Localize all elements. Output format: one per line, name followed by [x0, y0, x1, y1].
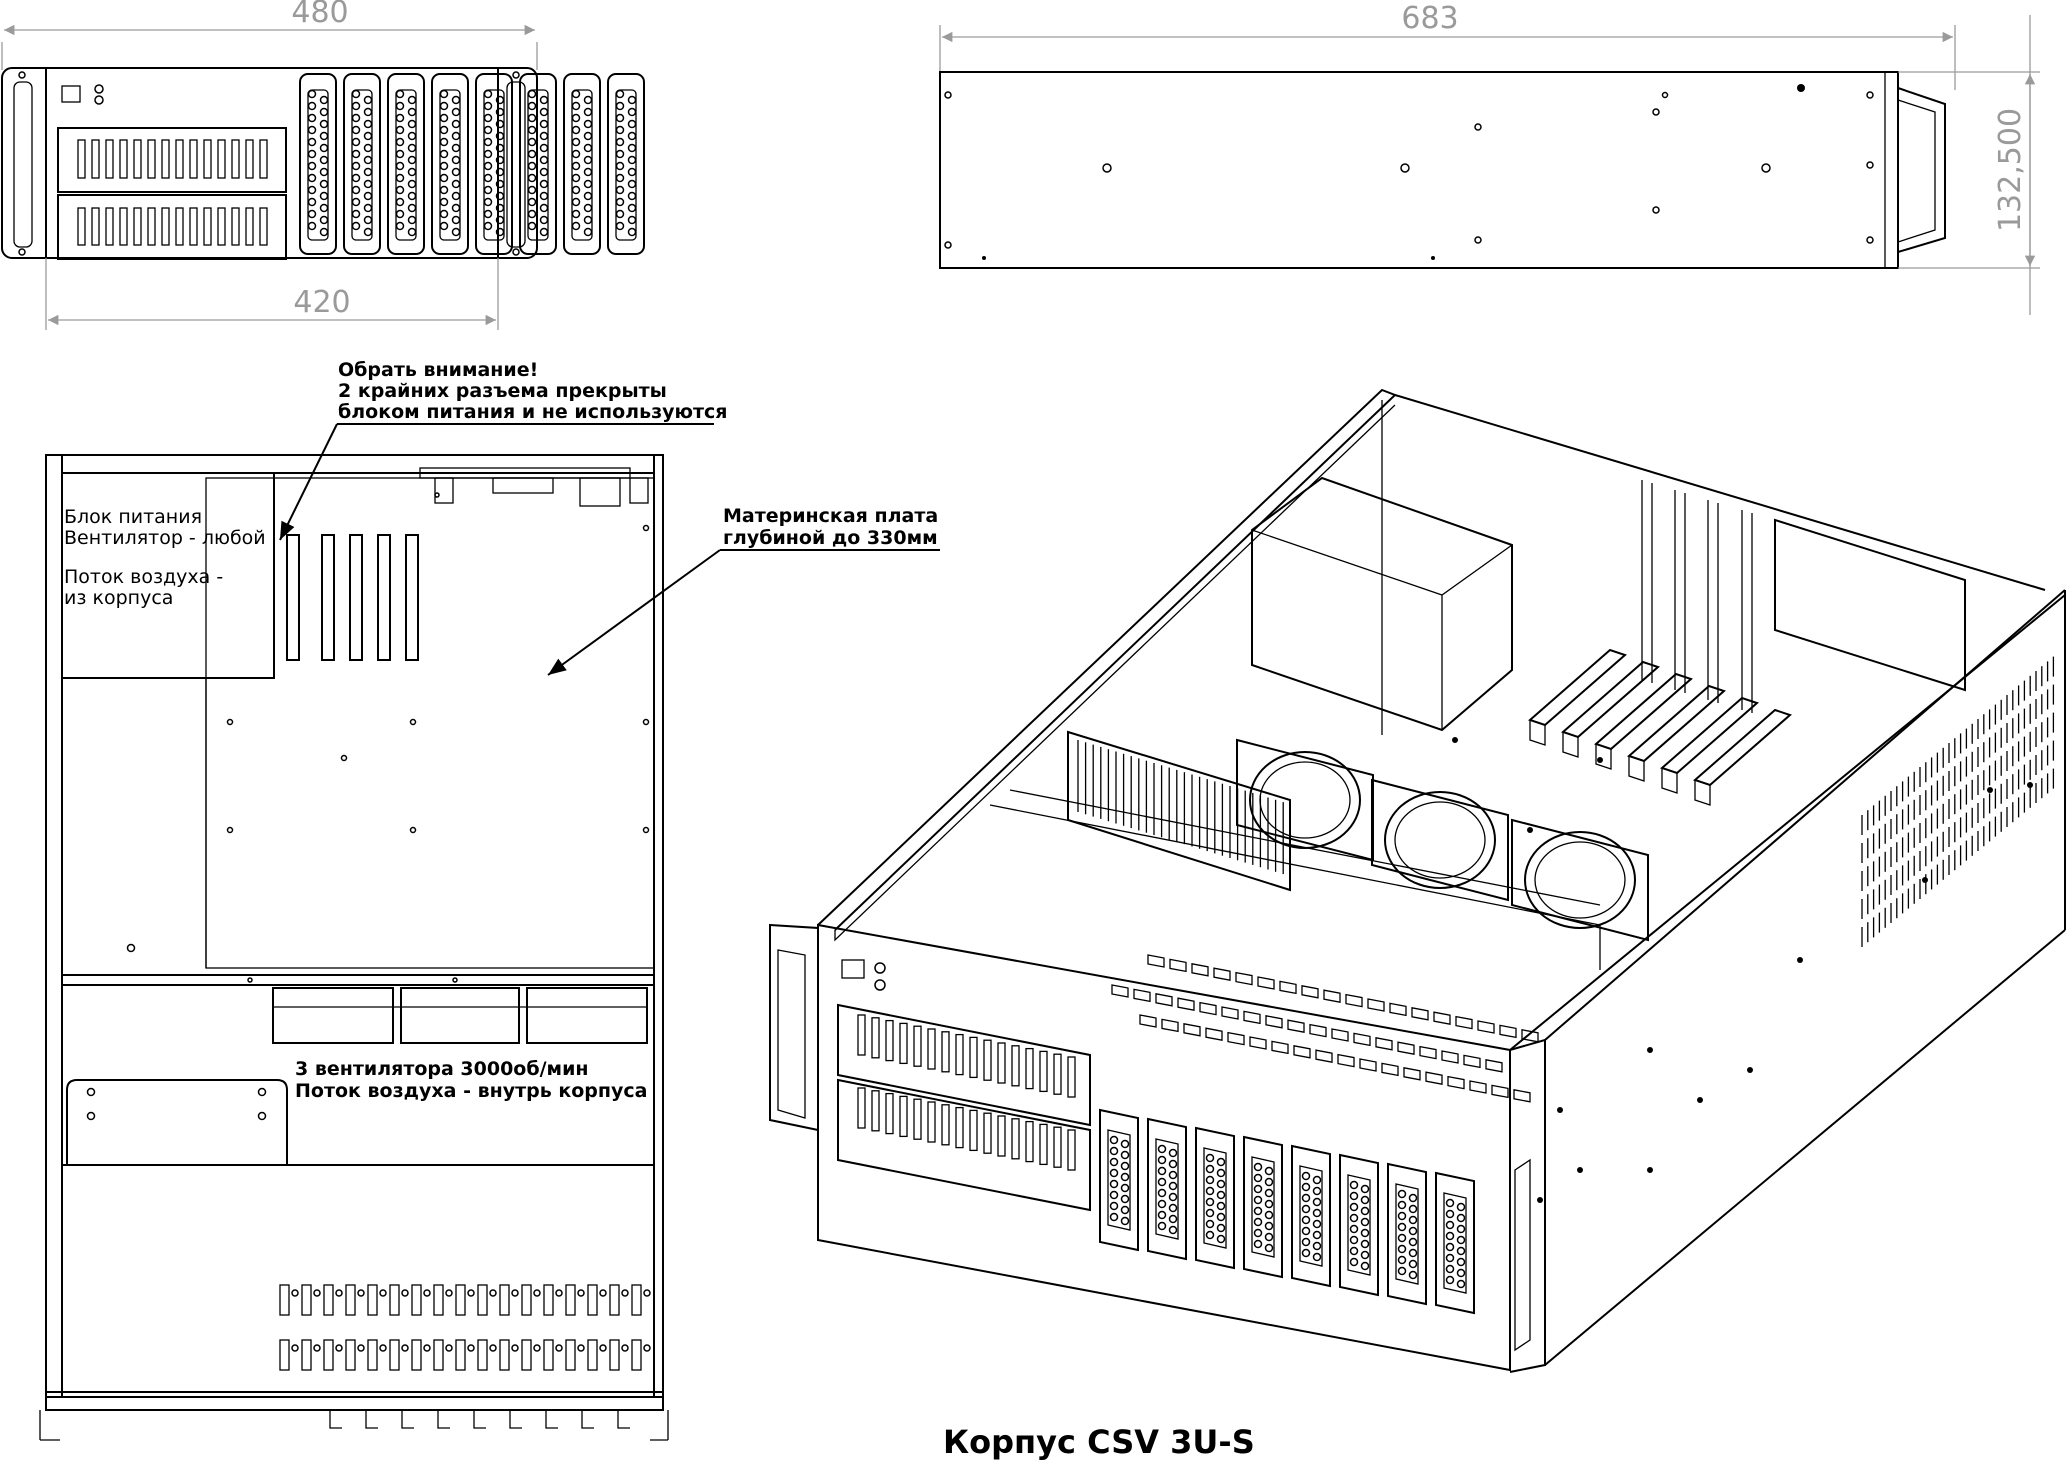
isometric-view: [769, 388, 2066, 1373]
front-view: 480 420: [1, 0, 645, 330]
top-view: Обрать внимание! 2 крайних разъема прекр…: [39, 359, 945, 1441]
dim-height: 132,500: [1993, 108, 2028, 232]
psu-note: Блок питания Вентилятор - любой Поток во…: [64, 506, 272, 609]
side-view: 683 132,500: [939, 1, 2040, 315]
motherboard-note: Материнская плата глубиной до 330мм: [723, 505, 945, 549]
dim-front-inner-width: 420: [293, 285, 350, 320]
fans-note: 3 вентилятора 3000об/мин Поток воздуха -…: [295, 1058, 648, 1102]
dim-front-width: 480: [291, 0, 348, 30]
dim-side-length: 683: [1401, 1, 1458, 36]
drawing-title: Корпус CSV 3U-S: [943, 1423, 1255, 1461]
attention-note: Обрать внимание! 2 крайних разъема прекр…: [338, 359, 727, 423]
